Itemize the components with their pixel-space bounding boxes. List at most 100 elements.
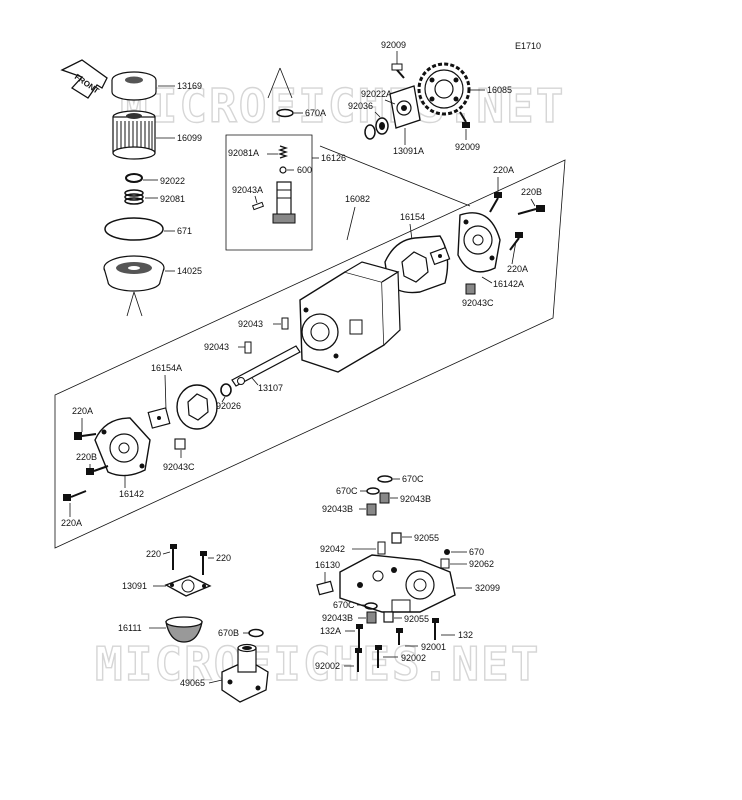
callout-92043C-2: 92043C xyxy=(163,462,195,472)
spring-92081 xyxy=(124,189,144,205)
callout-92002-1: 92002 xyxy=(315,661,340,671)
plug-92055-lower xyxy=(383,611,394,623)
callout-92042: 92042 xyxy=(320,544,345,554)
spring-92081A xyxy=(277,145,289,159)
bolt-220B-right xyxy=(517,205,545,215)
callout-92009-bottom: 92009 xyxy=(455,142,480,152)
callout-670B: 670B xyxy=(218,628,239,638)
callout-600: 600 xyxy=(297,165,312,175)
bolt-92009-top xyxy=(391,63,405,79)
bolt-220A-left-bottom xyxy=(63,490,87,501)
callout-671: 671 xyxy=(177,226,192,236)
callout-14025: 14025 xyxy=(177,266,202,276)
callout-92055-2: 92055 xyxy=(404,614,429,624)
callout-670C-3: 670C xyxy=(333,600,355,610)
o-ring-92022 xyxy=(125,173,143,183)
dowel-92043C-right xyxy=(465,283,476,295)
oil-pump-gear-16085 xyxy=(417,62,471,116)
ball-600 xyxy=(279,166,287,174)
cover-plate-13091 xyxy=(164,575,212,597)
callout-13169: 13169 xyxy=(177,81,202,91)
callout-220-1: 220 xyxy=(146,549,161,559)
callout-16111: 16111 xyxy=(118,623,142,633)
callout-92081A: 92081A xyxy=(228,148,259,158)
callout-16154: 16154 xyxy=(400,212,425,222)
callout-92081: 92081 xyxy=(160,194,185,204)
bolt-220A-top xyxy=(489,192,502,213)
callout-32099: 32099 xyxy=(475,583,500,593)
callout-16085: 16085 xyxy=(487,85,512,95)
pin-92043A xyxy=(251,201,265,211)
callout-670A: 670A xyxy=(305,108,326,118)
callout-670: 670 xyxy=(469,547,484,557)
callout-16130: 16130 xyxy=(315,560,340,570)
pin-92043-lower xyxy=(244,341,252,354)
oil-filter-element xyxy=(112,110,156,160)
callout-92055-1: 92055 xyxy=(414,533,439,543)
callout-670C-2: 670C xyxy=(336,486,358,496)
oil-pump-housing-32099 xyxy=(339,554,456,613)
callout-92026: 92026 xyxy=(216,401,241,411)
dowel-92043C-left xyxy=(174,438,186,450)
o-ring-670B xyxy=(248,628,264,638)
callout-92043B-3: 92043B xyxy=(322,613,353,623)
bolt-92002-right xyxy=(375,645,382,668)
callout-16126: 16126 xyxy=(321,153,346,163)
o-ring-671 xyxy=(104,217,164,241)
o-ring-670C-top xyxy=(377,475,393,483)
pump-body-16082 xyxy=(299,261,401,373)
callout-220A-2: 220A xyxy=(507,264,528,274)
plug-92062 xyxy=(440,558,450,569)
callout-220B-1: 220B xyxy=(521,187,542,197)
callout-220B-2: 220B xyxy=(76,452,97,462)
bolt-92001 xyxy=(396,628,403,645)
callout-92043A: 92043A xyxy=(232,185,263,195)
bolt-132 xyxy=(432,618,439,640)
callout-220A-3: 220A xyxy=(72,406,93,416)
strainer-16111 xyxy=(165,616,203,643)
callout-92043-1: 92043 xyxy=(238,319,263,329)
plug-92055-top xyxy=(391,532,402,544)
watermark-top: MICROFICHES.NET xyxy=(120,79,565,133)
watermark-bottom: MICROFICHES.NET xyxy=(95,637,540,691)
bolt-220-left xyxy=(170,544,177,570)
bolt-92009-bottom xyxy=(459,111,470,128)
bearing-plate-13091A xyxy=(389,85,421,129)
collar-92036 xyxy=(375,117,389,135)
callout-16082: 16082 xyxy=(345,194,370,204)
callout-16099: 16099 xyxy=(177,133,202,143)
callout-92022: 92022 xyxy=(160,176,185,186)
relief-valve-bracket xyxy=(225,134,313,251)
callout-49065: 49065 xyxy=(180,678,205,688)
callout-92043-2: 92043 xyxy=(204,342,229,352)
o-ring-670C-second xyxy=(366,487,380,495)
inner-rotor-16154 xyxy=(429,246,451,266)
callout-16154A: 16154A xyxy=(151,363,182,373)
callout-92043C-1: 92043C xyxy=(462,298,494,308)
callout-13107: 13107 xyxy=(258,383,283,393)
front-arrow-icon: FRONT xyxy=(60,59,108,99)
inner-rotor-16154A xyxy=(147,407,171,429)
callout-220A-4: 220A xyxy=(61,518,82,528)
dowel-92043B-lower xyxy=(366,611,377,624)
callout-132A: 132A xyxy=(320,626,341,636)
dowel-92043B-second xyxy=(366,503,377,516)
bolt-220A-left-top xyxy=(74,432,97,440)
pump-cover-16142 xyxy=(94,417,151,477)
bolt-220B-left xyxy=(86,465,109,475)
pump-cover-16142A xyxy=(457,212,501,273)
outer-rotor-16154A xyxy=(176,384,218,430)
callout-92009-top: 92009 xyxy=(381,40,406,50)
bolt-220A-right xyxy=(509,232,523,251)
callout-13091: 13091 xyxy=(122,581,147,591)
o-ring-670A xyxy=(276,108,294,118)
callout-92036: 92036 xyxy=(348,101,373,111)
pump-shaft-13107 xyxy=(231,345,301,387)
washer-92022A xyxy=(364,124,376,140)
o-ring-670C-lower xyxy=(364,602,378,610)
callout-92001: 92001 xyxy=(421,642,446,652)
callout-16142A: 16142A xyxy=(493,279,524,289)
callout-220A-1: 220A xyxy=(493,165,514,175)
